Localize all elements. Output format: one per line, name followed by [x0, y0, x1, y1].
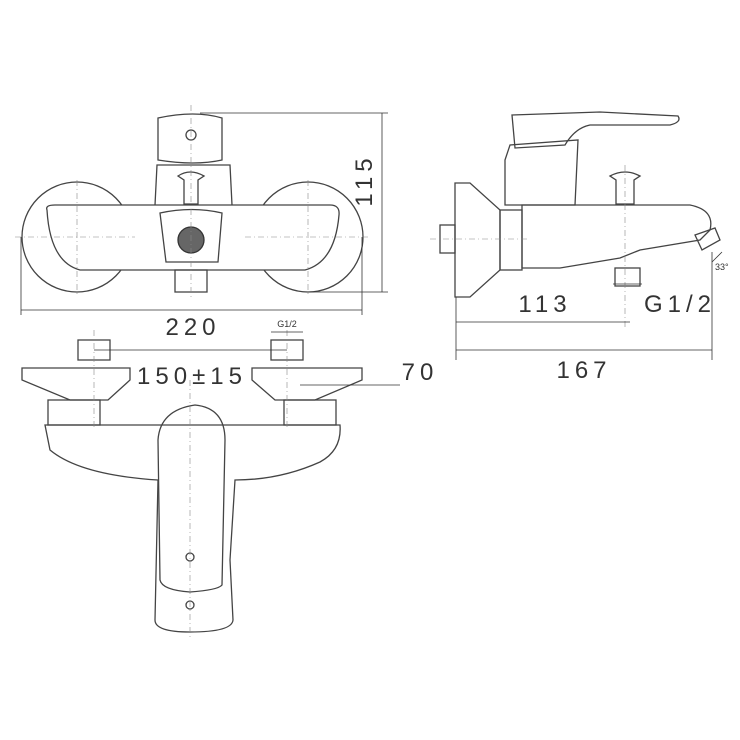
front-view: [15, 105, 370, 300]
label-167: 167: [556, 357, 611, 384]
label-113: 113: [518, 291, 571, 318]
dimension-220: 220: [20, 237, 363, 341]
dimension-113: 113 G1/2: [455, 291, 716, 360]
dimension-167: 167: [456, 349, 712, 384]
label-33-degrees: 33°: [715, 262, 729, 272]
dimension-115: 115: [200, 112, 388, 293]
top-view: G1/2 150±15 70: [21, 319, 439, 640]
label-115: 115: [351, 153, 378, 206]
label-220: 220: [165, 314, 220, 341]
label-g12-top: G1/2: [277, 319, 297, 329]
label-g12-side: G1/2: [644, 291, 716, 318]
label-150-15: 150±15: [137, 363, 247, 390]
label-70: 70: [402, 359, 439, 386]
side-view: 33°: [430, 111, 729, 360]
